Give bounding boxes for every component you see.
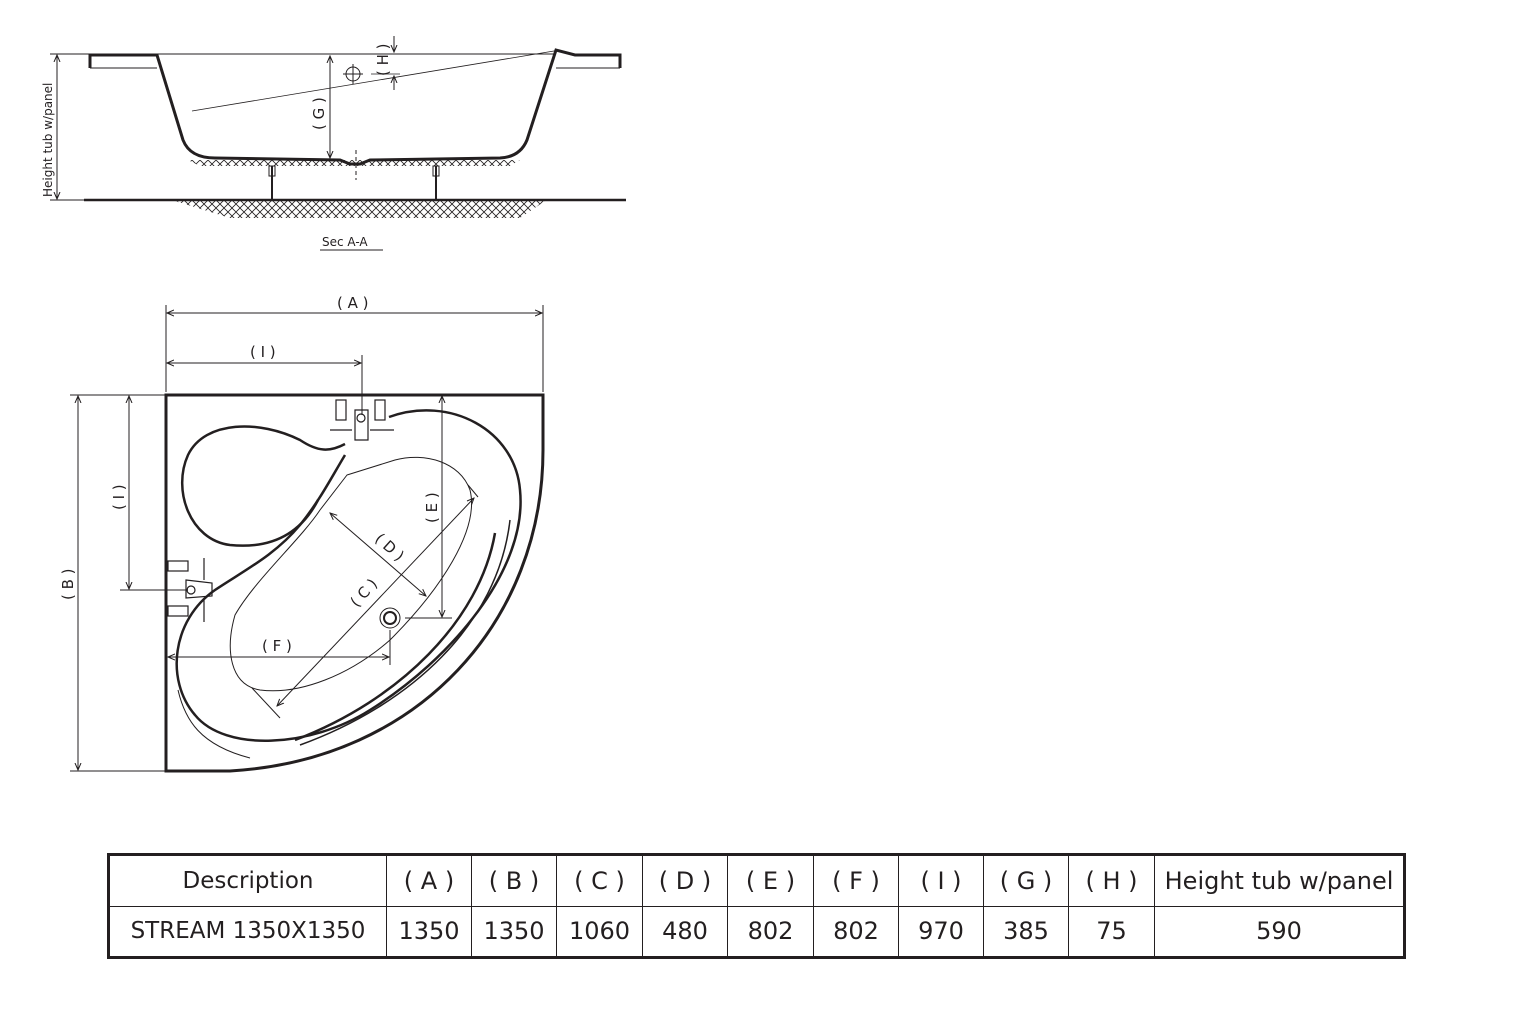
headrest-lobe xyxy=(180,425,346,547)
table-cell: 970 xyxy=(898,905,984,958)
header-cell: ( C ) xyxy=(556,854,643,907)
table-cell: 385 xyxy=(983,905,1069,958)
table-header-row: Description ( A ) ( B ) ( C ) ( D ) ( E … xyxy=(108,854,1405,907)
plan-view xyxy=(70,305,545,773)
header-cell: ( A ) xyxy=(386,854,472,907)
table-cell: 1350 xyxy=(471,905,557,958)
dimension-b-label: ( B ) xyxy=(59,568,77,600)
table-cell: 1350 xyxy=(386,905,472,958)
header-cell: ( D ) xyxy=(642,854,728,907)
table-cell: 590 xyxy=(1154,905,1405,958)
header-cell: ( E ) xyxy=(727,854,814,907)
tub-rim-outline xyxy=(175,409,522,742)
dimension-f-label: ( F ) xyxy=(262,637,292,655)
table-cell: 802 xyxy=(727,905,814,958)
header-cell: Height tub w/panel xyxy=(1154,854,1405,907)
table-row: STREAM 1350X1350 1350 1350 1060 480 802 … xyxy=(108,905,1405,958)
header-cell: ( I ) xyxy=(898,854,984,907)
header-cell: ( F ) xyxy=(813,854,899,907)
dimension-h-label: ( H ) xyxy=(374,43,392,76)
dimension-e-label: ( E ) xyxy=(423,492,441,523)
header-cell: ( H ) xyxy=(1068,854,1155,907)
dimension-g-label: ( G ) xyxy=(310,97,328,130)
dimension-lines xyxy=(70,305,544,772)
dimension-i-left-label: ( I ) xyxy=(110,484,128,510)
tub-outer-outline xyxy=(164,393,545,773)
table-cell: 75 xyxy=(1068,905,1155,958)
dimension-d-label: ( D ) xyxy=(371,530,407,565)
floor-hatch xyxy=(175,201,545,218)
header-cell: Description xyxy=(108,854,387,907)
table-cell: STREAM 1350X1350 xyxy=(108,905,387,958)
table-cell: 1060 xyxy=(556,905,643,958)
dimension-a-label: ( A ) xyxy=(337,294,369,312)
header-cell: ( G ) xyxy=(983,854,1069,907)
support-legs xyxy=(268,165,440,200)
section-view xyxy=(50,36,626,218)
tap-left xyxy=(167,558,213,622)
dimension-c-label: ( C ) xyxy=(347,575,382,611)
header-cell: ( B ) xyxy=(471,854,557,907)
height-tub-label: Height tub w/panel xyxy=(41,83,55,197)
dimensions-table: Description ( A ) ( B ) ( C ) ( D ) ( E … xyxy=(107,853,1406,959)
table-cell: 480 xyxy=(642,905,728,958)
tap-top xyxy=(330,399,394,441)
section-title: Sec A-A xyxy=(322,235,368,249)
table-cell: 802 xyxy=(813,905,899,958)
dimension-i-top-label: ( I ) xyxy=(250,343,276,361)
